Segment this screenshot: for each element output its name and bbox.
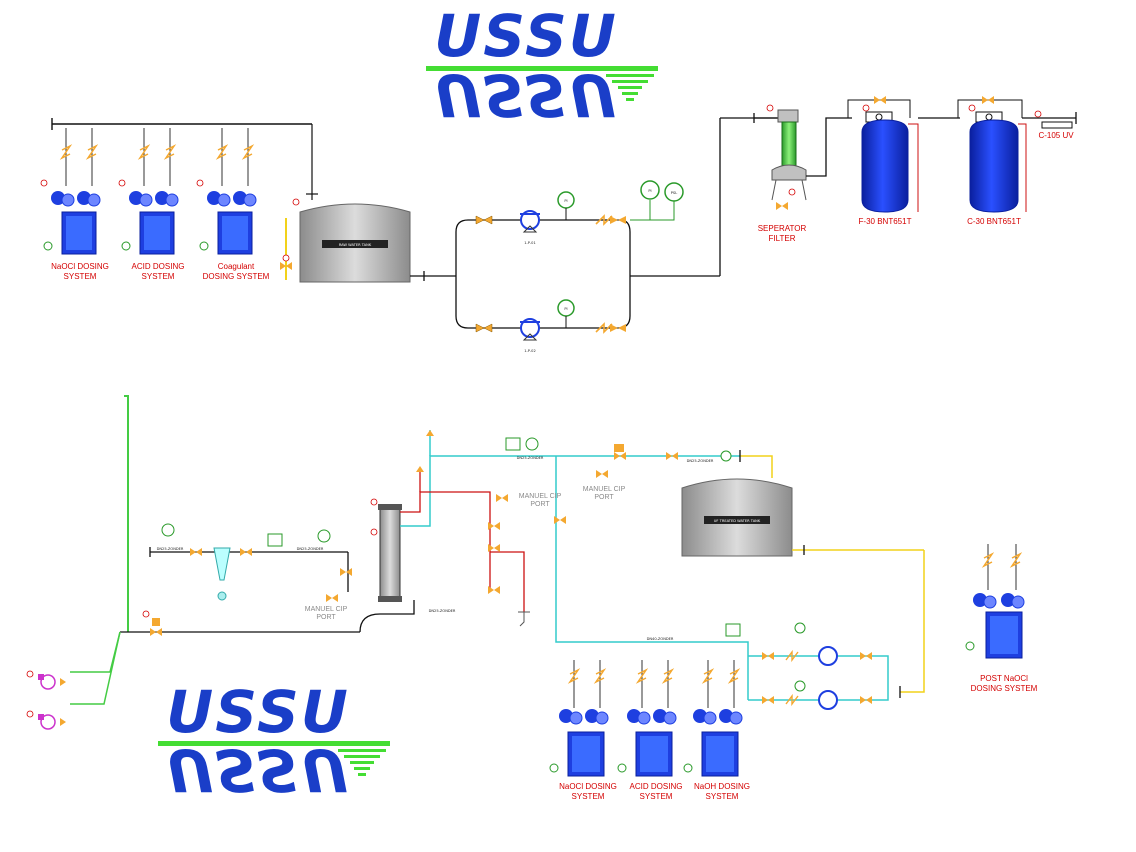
vessel-label: F-30 BNT651T — [859, 217, 912, 226]
dosing-label: Coagulant — [218, 262, 255, 271]
dosing-unit-post-naocl — [965, 544, 1025, 659]
pi-label: PI — [648, 189, 651, 193]
vessel-c30 — [957, 96, 1077, 213]
uf-concentrate-line — [400, 470, 525, 612]
dosing-unit-acid — [118, 128, 179, 255]
cip-label: PORT — [316, 614, 336, 621]
uf-permeate-line — [400, 430, 889, 701]
logo-top: USSU USSU — [426, 2, 658, 129]
separator-label: FILTER — [769, 234, 796, 243]
logo-steps — [606, 74, 654, 101]
uv-label: C-105 UV — [1038, 131, 1074, 140]
dosing-label: NaOCl DOSING — [51, 262, 109, 271]
line-tag: DN25-ZONDER — [517, 456, 544, 460]
logo-bar — [158, 741, 390, 746]
dosing-label: NaOCl DOSING — [559, 782, 617, 791]
pi-label: PI — [564, 307, 567, 311]
logo-text-mirrored: USSU — [434, 61, 618, 129]
dosing-unit-naocl-bottom — [549, 660, 609, 777]
dosing-unit-naocl — [40, 128, 101, 255]
uf-feed-line — [149, 547, 415, 633]
logo-text: USSU — [434, 2, 618, 70]
line-tag: DN25-ZONDER — [687, 459, 714, 463]
line-tag: DN25-ZONDER — [297, 547, 324, 551]
dosing-label: SYSTEM — [706, 792, 739, 801]
logo-bottom: USSU USSU — [158, 678, 390, 804]
pump-2: 1-P-02 PI — [475, 299, 626, 353]
logo-text: USSU — [166, 678, 350, 746]
dosing-label: DOSING SYSTEM — [971, 684, 1038, 693]
uf-module — [370, 498, 402, 602]
line-tag: DN25-ZONDER — [429, 609, 456, 613]
dosing-label: SYSTEM — [572, 792, 605, 801]
tank-label: RAW WATER TANK — [339, 243, 372, 247]
cip-label: MANUEL CIP — [305, 606, 348, 613]
backwash-pump-1 — [725, 622, 872, 666]
logo-steps — [338, 749, 386, 776]
raw-water-tank: RAW WATER TANK — [280, 198, 411, 283]
line-tag: DN40-ZONDER — [647, 637, 674, 641]
dosing-label: ACID DOSING — [132, 262, 185, 271]
logo-bar — [426, 66, 658, 71]
dosing-label: SYSTEM — [64, 272, 97, 281]
uf-treated-tank: UF TREATED WATER TANK — [681, 478, 925, 698]
dosing-unit-naoh-bottom — [683, 660, 743, 777]
logo-text-mirrored: USSU — [166, 736, 350, 804]
dosing-unit-coagulant — [196, 128, 257, 255]
separator-label: SEPERATOR — [758, 224, 807, 233]
dosing-label: SYSTEM — [142, 272, 175, 281]
separator-filter — [753, 104, 852, 210]
discharge-instruments: PI PSL — [630, 180, 684, 221]
strainer — [161, 523, 331, 601]
blower-2 — [26, 710, 66, 730]
vessel-f30 — [847, 96, 960, 213]
dosing-label: SYSTEM — [640, 792, 673, 801]
inlet-valve — [142, 610, 162, 636]
backwash-pump-2 — [762, 680, 872, 710]
dosing-label: ACID DOSING — [630, 782, 683, 791]
dosing-unit-acid-bottom — [617, 660, 677, 777]
cip-label: MANUEL CIP — [583, 486, 626, 493]
top-dosing-header — [51, 118, 318, 200]
dosing-label: DOSING SYSTEM — [203, 272, 270, 281]
dosing-label: POST NaOCl — [980, 674, 1028, 683]
pump-skid-top — [410, 117, 780, 329]
tank-label: UF TREATED WATER TANK — [714, 519, 761, 523]
cip-port-1 — [326, 568, 352, 602]
cip-label: MANUEL CIP — [519, 493, 562, 500]
drain — [518, 611, 530, 627]
pump-tag: 1-P-01 — [524, 241, 536, 245]
vessel-label: C-30 BNT651T — [967, 217, 1021, 226]
pi-label: PI — [564, 199, 567, 203]
pump-1: 1-P-01 PI — [475, 191, 626, 245]
line-tag: DN25-ZONDER — [157, 547, 184, 551]
pump-tag: 1-P-02 — [524, 349, 536, 353]
cip-label: PORT — [594, 494, 614, 501]
tank-fill-line — [740, 455, 773, 478]
cip-label: PORT — [530, 501, 550, 508]
psl-label: PSL — [671, 191, 677, 195]
uf-valves — [416, 430, 732, 594]
blower-1 — [26, 670, 66, 690]
dosing-label: NaOH DOSING — [694, 782, 750, 791]
